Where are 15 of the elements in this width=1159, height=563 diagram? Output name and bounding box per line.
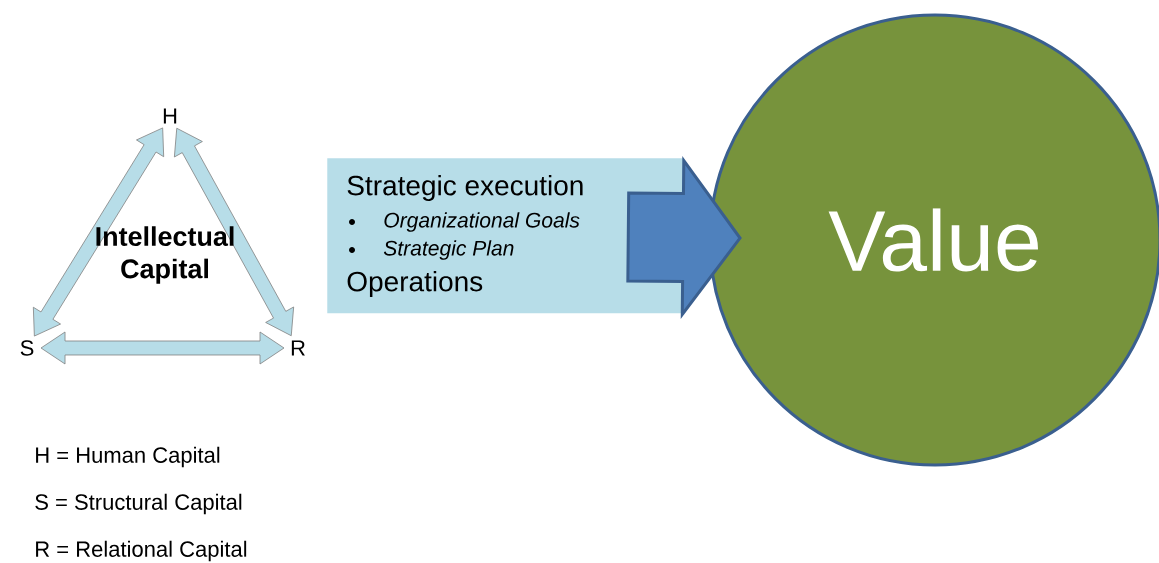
double-arrow <box>40 331 285 365</box>
double-arrow <box>173 127 295 337</box>
legend-text: S = Structural Capital <box>35 493 242 515</box>
center-label: Intellectual Capital <box>96 226 234 284</box>
heading-text: Strategic execution <box>347 174 583 202</box>
letter-label: R <box>291 340 305 356</box>
letter-label: S <box>20 340 34 356</box>
letter-label: H <box>163 108 177 124</box>
double-arrow <box>32 127 165 337</box>
block-arrow <box>626 155 742 320</box>
bullet-item: Strategic Plan <box>383 240 514 260</box>
legend-text: R = Relational Capital <box>36 540 247 562</box>
bullet-item: Organizational Goals <box>384 212 580 232</box>
legend-text: H = Human Capital <box>36 446 220 468</box>
heading-text: Operations <box>347 270 483 298</box>
